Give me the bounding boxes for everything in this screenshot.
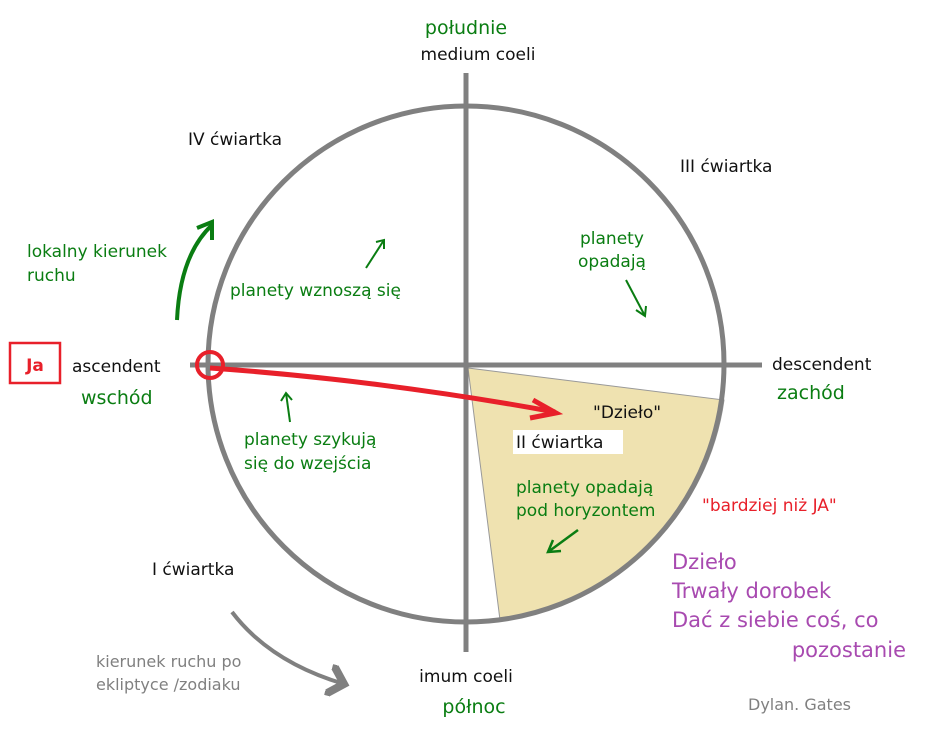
setting-arrow-icon xyxy=(625,279,647,318)
label-work-1: Dzieło xyxy=(672,550,737,574)
label-west: zachód xyxy=(777,382,845,404)
local-motion-arrow xyxy=(175,223,214,321)
label-quadrant-iv: IV ćwiartka xyxy=(188,130,282,150)
label-quadrant-iii: III ćwiartka xyxy=(680,157,772,177)
label-local-direction-2: ruchu xyxy=(27,266,76,286)
rising-arrow-icon xyxy=(365,238,385,269)
label-ecliptic-1: kierunek ruchu po xyxy=(96,652,241,671)
label-medium-coeli: medium coeli xyxy=(421,45,536,65)
label-east: wschód xyxy=(81,387,153,409)
label-below-horizon-2: pod horyzontem xyxy=(516,501,655,521)
label-quadrant-i: I ćwiartka xyxy=(152,560,234,580)
local-motion-arrow-head xyxy=(196,219,214,240)
label-ascendant: ascendent xyxy=(72,357,161,377)
quadrant-ii-label-bg xyxy=(513,430,623,454)
label-planets-setting-1: planety xyxy=(580,229,644,249)
label-work-4: pozostanie xyxy=(792,638,906,662)
author-credit: Dylan. Gates xyxy=(748,695,851,714)
label-below-horizon-1: planety opadają xyxy=(516,478,653,498)
red-arrow-head xyxy=(529,397,564,421)
label-work-3: Dać z siebie coś, co xyxy=(672,608,879,632)
pre-rising-arrow-icon xyxy=(280,391,293,423)
label-pre-rising-1: planety szykują xyxy=(244,430,376,450)
label-descendant: descendent xyxy=(772,355,872,375)
label-pre-rising-2: się do wzejścia xyxy=(244,454,371,474)
label-dzielo-quoted: "Dzieło" xyxy=(593,403,661,423)
label-planets-setting-2: opadają xyxy=(578,252,646,272)
label-quadrant-ii: II ćwiartka xyxy=(516,433,603,453)
label-imum-coeli: imum coeli xyxy=(419,667,513,687)
label-local-direction-1: lokalny kierunek xyxy=(27,242,167,262)
ascendant-marker xyxy=(195,350,225,380)
red-arrow xyxy=(209,365,556,415)
below-horizon-arrow-icon xyxy=(546,528,579,554)
label-south: południe xyxy=(425,17,507,39)
label-work-2: Trwały dorobek xyxy=(671,579,832,603)
label-planets-rising: planety wznoszą się xyxy=(230,281,401,301)
label-more-than-me: "bardziej niż JA" xyxy=(702,496,837,516)
label-ja: Ja xyxy=(25,356,44,376)
ja-box xyxy=(8,341,62,385)
label-ecliptic-2: ekliptyce /zodiaku xyxy=(96,675,241,694)
ecliptic-motion-arrow xyxy=(230,610,344,684)
label-north: północ xyxy=(442,696,505,718)
